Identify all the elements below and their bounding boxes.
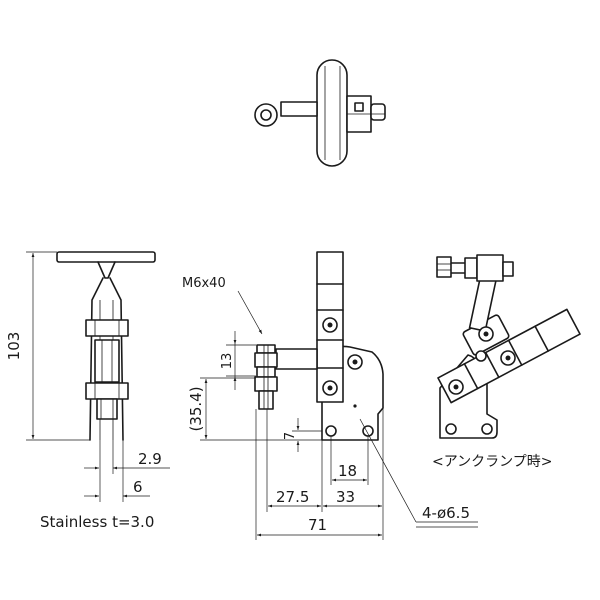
dimension-7: 7 (283, 418, 322, 452)
unclamp-caption: <アンクランプ時> (432, 454, 552, 470)
dimension-103: 103 (5, 251, 90, 441)
top-view (254, 59, 386, 167)
dim-18-label: 18 (338, 462, 357, 480)
dim-7-label: 7 (283, 432, 298, 440)
unclamped-view: <アンクランプ時> (432, 254, 581, 470)
hole-callout: 4-ø6.5 (359, 418, 478, 528)
dim-33-label: 33 (336, 488, 355, 506)
dim-13-label: 13 (220, 353, 235, 370)
dim-71-label: 71 (308, 516, 327, 534)
dimension-horizontal: 18 27.5 33 71 (255, 408, 384, 540)
side-view (254, 251, 384, 441)
dim-2-9-label: 2.9 (138, 450, 162, 468)
dimension-13: 13 (220, 331, 256, 390)
dimension-thickness: 2.9 6 (84, 440, 170, 502)
dim-35-4-label: (35.4) (187, 386, 205, 431)
bolt-spec-label: M6x40 (182, 276, 226, 291)
bolt-callout: M6x40 (182, 276, 263, 335)
dim-27-5-label: 27.5 (276, 488, 309, 506)
front-view (56, 251, 156, 441)
dimension-35-4: (35.4) (187, 377, 322, 441)
dim-103-label: 103 (5, 332, 23, 361)
dim-6-label: 6 (133, 478, 143, 496)
hole-spec-label: 4-ø6.5 (422, 504, 470, 522)
material-note: Stainless t=3.0 (40, 513, 154, 531)
